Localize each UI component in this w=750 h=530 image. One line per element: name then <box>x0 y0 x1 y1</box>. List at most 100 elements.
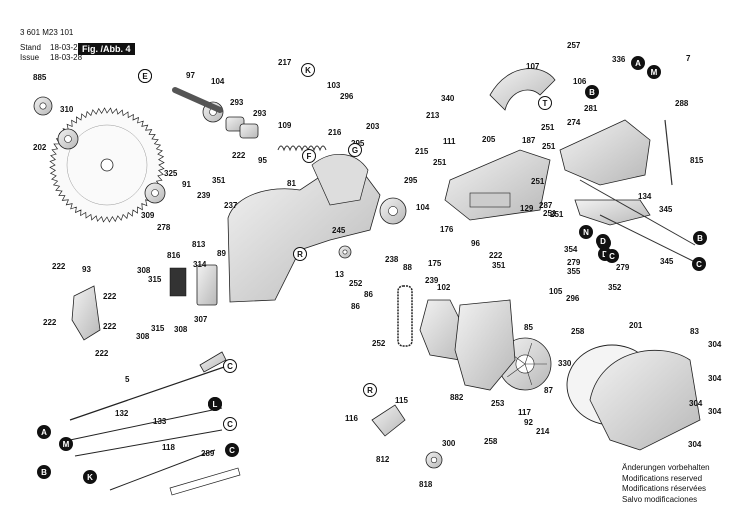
part-label: 352 <box>608 283 622 292</box>
callout-c: C <box>223 417 237 431</box>
part-label: 106 <box>573 77 587 86</box>
callout-letter: M <box>651 68 658 77</box>
flange-885 <box>33 96 53 116</box>
part-label: 816 <box>167 251 181 260</box>
callout-letter: C <box>229 446 235 455</box>
callout-circle <box>83 470 97 484</box>
part-label: 815 <box>690 156 704 165</box>
part-label: 176 <box>440 225 454 234</box>
switch-housing-815 <box>559 119 651 186</box>
saw-blade <box>49 107 165 223</box>
callout-m: M <box>647 65 661 79</box>
callout-circle <box>138 69 152 83</box>
part-label: 351 <box>212 176 226 185</box>
callout-t: T <box>538 96 552 110</box>
part-label: 251 <box>531 177 545 186</box>
callout-e: E <box>138 69 152 83</box>
bearing-293b <box>239 123 259 139</box>
part-label: 304 <box>708 407 722 416</box>
board-314 <box>196 264 218 306</box>
callout-letter: C <box>696 260 702 269</box>
callout-letter: R <box>367 386 373 395</box>
part-label: 116 <box>345 414 358 423</box>
part-label: 81 <box>287 179 296 188</box>
washer-309 <box>144 182 166 204</box>
disc-hole <box>39 102 47 110</box>
part-label: 87 <box>544 386 553 395</box>
disc-hole <box>388 206 398 216</box>
callout-circle <box>579 225 593 239</box>
callout-circle <box>223 417 237 431</box>
callout-circle <box>37 465 51 479</box>
part-label: 296 <box>340 92 354 101</box>
doc-number: 3 601 M23 101 <box>20 28 74 37</box>
part-label: 251 <box>542 142 556 151</box>
tie-815 <box>664 119 673 186</box>
part-label: 289 <box>201 449 215 458</box>
part-label: 293 <box>230 98 244 107</box>
switch-lever-134 <box>574 199 651 226</box>
callout-letter: E <box>142 72 148 81</box>
part-label: 330 <box>558 359 572 368</box>
part-label: 129 <box>520 204 534 213</box>
callout-d: D <box>596 234 610 248</box>
label-289 <box>169 467 241 496</box>
part-label: 251 <box>541 123 555 132</box>
part-label: 281 <box>584 104 598 113</box>
chain-88 <box>397 285 413 347</box>
part-label: 92 <box>524 418 533 427</box>
wire-b <box>579 179 696 246</box>
part-label: 296 <box>566 294 580 303</box>
part-label: 307 <box>194 315 208 324</box>
part-label: 104 <box>416 203 430 212</box>
callout-letter: F <box>307 152 312 161</box>
part-label: 279 <box>567 258 581 267</box>
callouts: EKFRRCCLCAMBKLABMNDCCDBCGET <box>37 56 707 484</box>
part-label: 93 <box>82 265 91 274</box>
part-label: 85 <box>524 323 533 332</box>
part-label: 86 <box>351 302 360 311</box>
part-label: 133 <box>153 417 167 426</box>
note-de: Änderungen vorbehalten <box>622 463 710 472</box>
disc-hole <box>151 189 159 197</box>
spoke <box>507 363 526 378</box>
part-label: 812 <box>376 455 390 464</box>
callout-letter: B <box>41 468 47 477</box>
part-label: 310 <box>60 105 74 114</box>
gear-housing <box>311 153 369 206</box>
part-label: 239 <box>425 276 439 285</box>
part-label: 5 <box>125 375 130 384</box>
blade-arbor-hole <box>100 158 114 172</box>
part-label: 103 <box>327 81 341 90</box>
part-label: 818 <box>419 480 433 489</box>
part-label: 88 <box>403 263 412 272</box>
cable-133 <box>74 429 223 457</box>
part-label: 308 <box>136 332 150 341</box>
part-label: 293 <box>253 109 267 118</box>
part-label: 308 <box>137 266 151 275</box>
callout-circle <box>692 257 706 271</box>
part-label: 222 <box>489 251 503 260</box>
callout-m: M <box>59 437 73 451</box>
part-label: 215 <box>415 147 429 156</box>
callout-circle <box>59 437 73 451</box>
part-label: 258 <box>484 437 498 446</box>
callout-a: A <box>37 425 51 439</box>
stand-label: Stand <box>20 43 41 52</box>
issue-date: 18-03-28 <box>50 53 83 62</box>
part-label: 95 <box>258 156 267 165</box>
disc-hole <box>342 249 348 255</box>
callout-r: R <box>363 383 377 397</box>
part-label: 251 <box>543 209 557 218</box>
shaft-97 <box>172 87 223 113</box>
callout-circle <box>223 359 237 373</box>
part-label: 213 <box>426 111 440 120</box>
part-label: 216 <box>328 128 342 137</box>
part-label: 882 <box>450 393 464 402</box>
callout-n: N <box>579 225 593 239</box>
part-label: 237 <box>224 201 238 210</box>
figure-label: Fig. /Abb. 4 <box>78 43 135 55</box>
part-label: 175 <box>428 259 442 268</box>
callout-k: K <box>301 63 315 77</box>
callout-letter: G <box>352 146 358 155</box>
